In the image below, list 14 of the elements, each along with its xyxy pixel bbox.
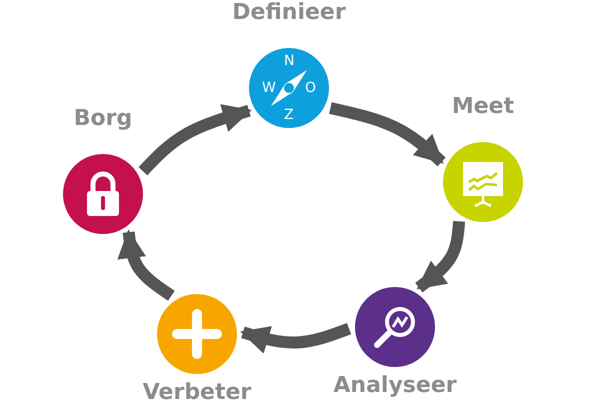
arrow — [415, 220, 466, 292]
arrow — [240, 323, 352, 354]
step-heading: Definieer — [232, 0, 346, 26]
arrow — [329, 102, 446, 166]
step-heading: Borg — [74, 106, 132, 132]
compass-letter: W — [262, 81, 276, 95]
compass-letter: N — [284, 54, 294, 68]
compass-letter: O — [305, 81, 316, 95]
arrow — [138, 104, 252, 176]
step-heading: Verbeter — [142, 380, 252, 406]
compass-letter: Z — [284, 108, 294, 122]
step-heading: Analyseer — [333, 373, 457, 399]
arrow — [117, 229, 175, 301]
step-heading: Meet — [452, 94, 514, 120]
